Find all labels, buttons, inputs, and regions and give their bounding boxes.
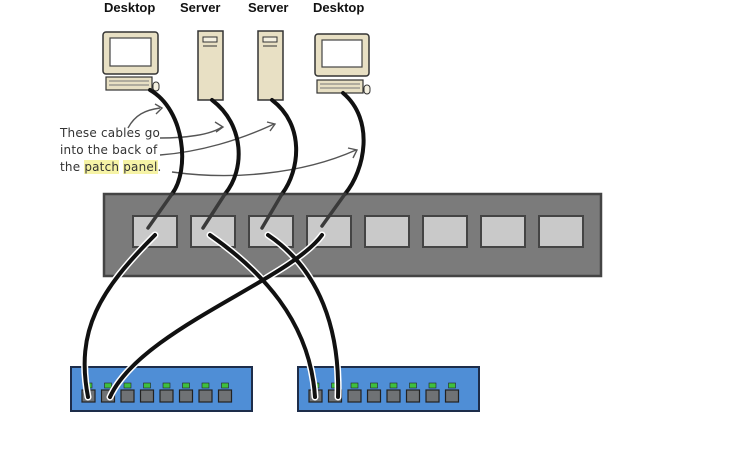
note-line-2: into the back of (60, 143, 158, 157)
switch-1-port-4 (139, 389, 155, 403)
device-cables (148, 88, 366, 196)
switch-2-port-3 (347, 389, 362, 403)
patch-panel-port-5 (364, 215, 410, 248)
switch-2-led-5 (389, 382, 398, 389)
switch-1-led-8 (221, 382, 229, 389)
cable-server-2-back (260, 192, 284, 230)
note-line-3: the patch panel. (60, 159, 162, 176)
annotation-note: These cables go into the back of the pat… (60, 125, 162, 176)
arrow-to-desktop-2 (171, 149, 357, 177)
patch-panel-port-3 (248, 215, 294, 248)
switch-2 (297, 366, 480, 412)
switch-1-led-2 (104, 382, 112, 389)
server-tower-2 (257, 30, 284, 101)
device-label-desktop-1: Desktop (104, 0, 156, 15)
switch-2-port-8 (444, 389, 460, 403)
switch-2-port-5 (386, 389, 401, 403)
cable-server-1 (210, 98, 241, 196)
cable-desktop-1 (148, 88, 185, 196)
switch-2-port-6 (405, 389, 421, 403)
patch-panel-port-6 (422, 215, 468, 248)
switch-2-led-4 (370, 382, 378, 389)
patch-panel-port-2 (190, 215, 236, 248)
cable-desktop-1-back (146, 192, 174, 230)
desktop-computer-2 (314, 33, 371, 95)
note-line-1: These cables go (60, 126, 161, 140)
device-label-desktop-2: Desktop (313, 0, 365, 15)
switch-1-port-6 (178, 389, 194, 403)
patch-panel-port-8 (538, 215, 584, 248)
patch-panel-port-1 (132, 215, 178, 248)
annotation-arrows (127, 103, 359, 177)
device-label-server-1: Server (180, 0, 221, 15)
switch-2-port-4 (366, 389, 382, 403)
switch-2-led-7 (428, 382, 437, 389)
cable-server-1-back (201, 192, 227, 230)
arrow-to-desktop-1 (127, 107, 161, 129)
patch-cable-1 (82, 233, 157, 399)
patch-cable-4 (266, 233, 341, 399)
switch-1-led-3 (123, 382, 132, 389)
switch-1-led-5 (162, 382, 171, 389)
desktop-computer-1 (102, 31, 160, 92)
cable-desktop-2 (341, 91, 366, 196)
switch-1-led-4 (143, 382, 151, 389)
switch-2-led-8 (448, 382, 456, 389)
patch-panel (102, 192, 603, 278)
switch-1-port-7 (198, 389, 213, 403)
cable-desktop-2-back (320, 192, 347, 228)
switch-1-port-3 (120, 389, 135, 403)
switch-1-port-5 (159, 389, 174, 403)
switch-1-led-6 (182, 382, 190, 389)
highlight-panel: panel (123, 160, 158, 174)
arrow-to-server-2 (159, 123, 275, 156)
patch-cables (81, 231, 342, 401)
highlight-patch: patch (84, 160, 120, 174)
patch-panel-port-7 (480, 215, 526, 248)
switch-1-port-8 (217, 389, 233, 403)
note-text: the (60, 160, 85, 174)
note-period: . (157, 160, 162, 174)
arrow-to-server-1 (159, 126, 223, 139)
patch-cable-3 (208, 233, 317, 399)
patch-cable-2 (108, 233, 324, 399)
cable-server-2 (270, 98, 299, 196)
switch-1-led-7 (201, 382, 210, 389)
switch-2-port-7 (425, 389, 440, 403)
switch-1 (70, 366, 253, 412)
server-tower-1 (197, 30, 224, 101)
device-label-server-2: Server (248, 0, 289, 15)
switch-2-led-3 (350, 382, 359, 389)
switch-2-led-6 (409, 382, 417, 389)
